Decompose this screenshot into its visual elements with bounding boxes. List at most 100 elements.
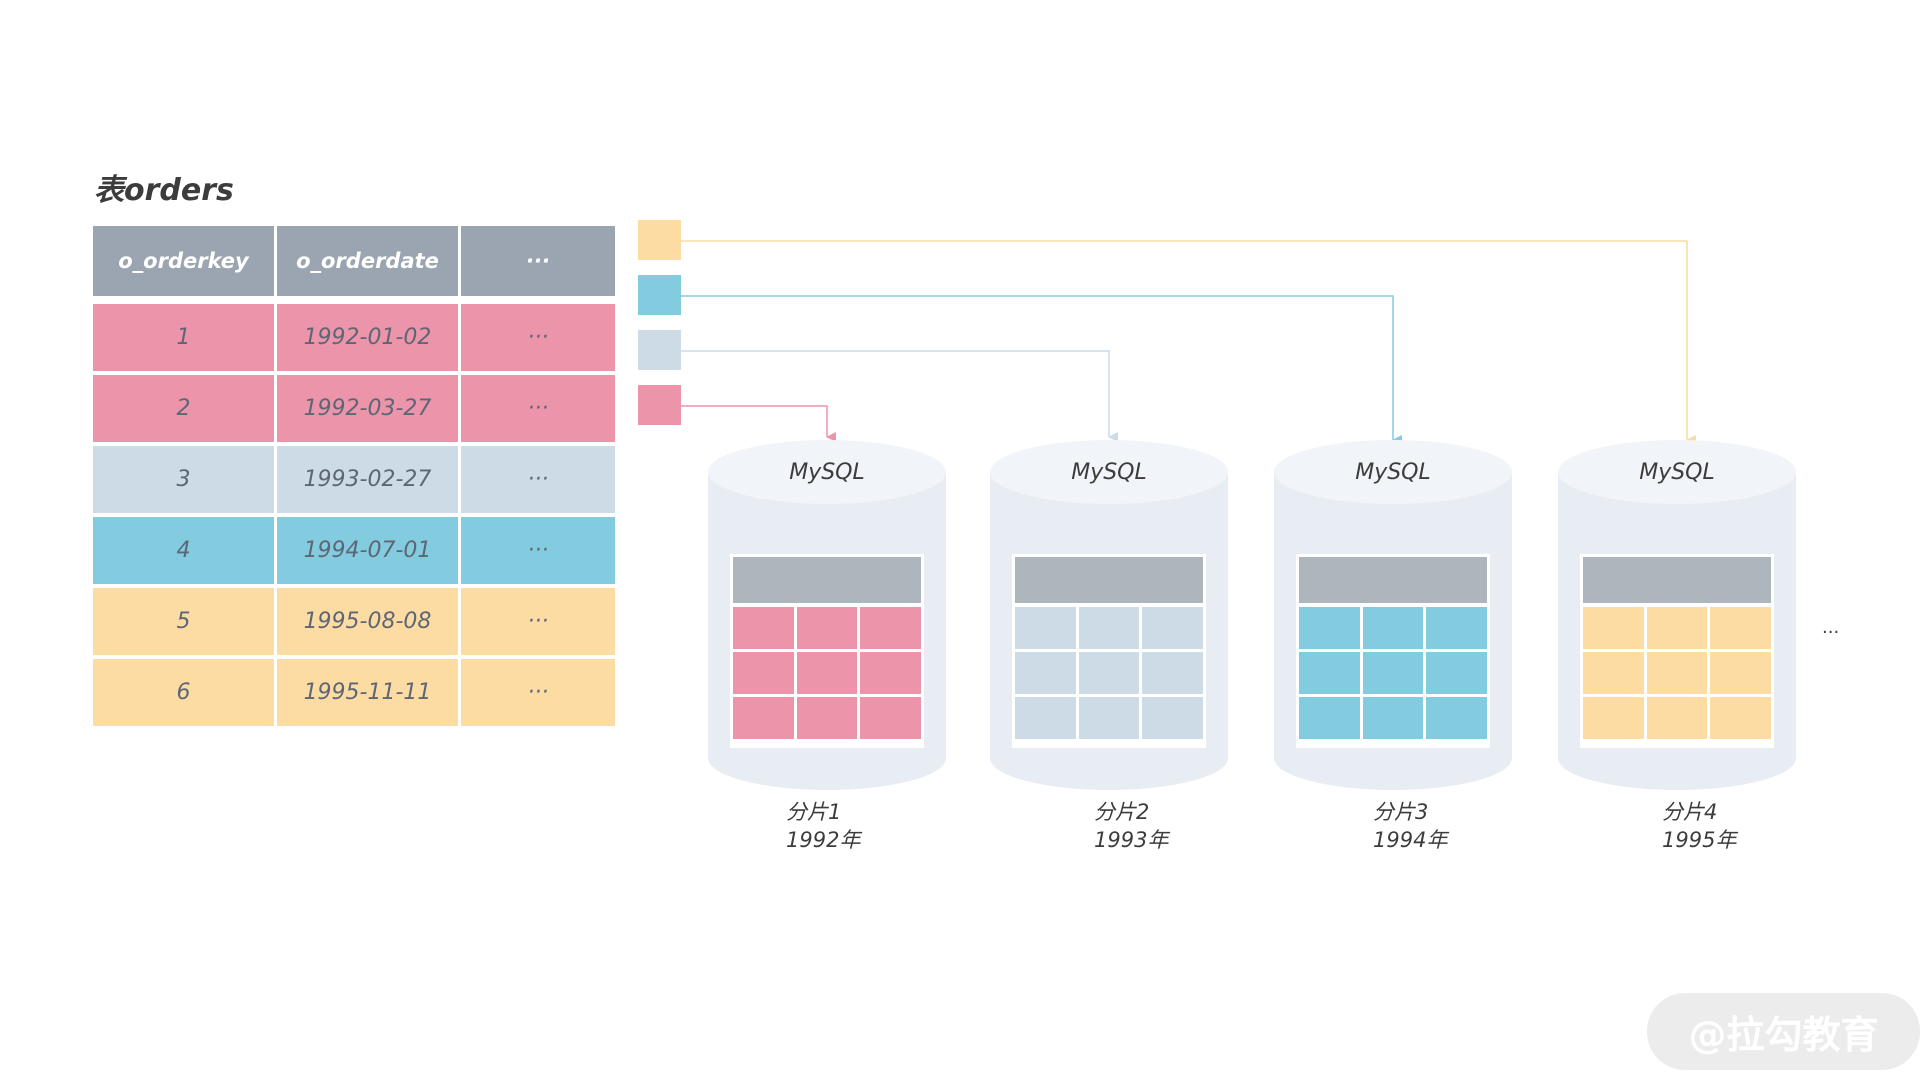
grid-cell: [1583, 607, 1644, 649]
grid-cell: [860, 652, 921, 694]
more-shards-ellipsis: ···: [1822, 622, 1840, 643]
grid-cell: [1142, 607, 1203, 649]
db-label: MySQL: [1639, 460, 1715, 485]
data-grid: [1012, 554, 1206, 748]
cell-more: ···: [461, 446, 615, 513]
header-more: ···: [461, 226, 615, 296]
shard-year: 1994年: [1373, 828, 1448, 852]
shard-label: 分片2: [1094, 800, 1150, 824]
grid-cell: [1299, 607, 1360, 649]
grid-cell: [1646, 697, 1708, 739]
db-label: MySQL: [789, 460, 865, 485]
cell-orderdate: 1994-07-01: [277, 517, 458, 584]
mysql-shard-4: MySQL: [1558, 440, 1796, 790]
shard-caption-3: 分片3 1994年: [1373, 798, 1447, 854]
data-grid: [730, 554, 924, 748]
cell-orderkey: 5: [93, 588, 274, 655]
header-orderkey: o_orderkey: [93, 226, 274, 296]
shard-year: 1993年: [1094, 828, 1169, 852]
grid-cell: [1015, 652, 1076, 694]
grid-cell: [733, 697, 794, 739]
table-header-row: o_orderkey o_orderdate ···: [93, 226, 615, 296]
grid-cell: [860, 607, 921, 649]
grid-cell: [1078, 652, 1140, 694]
grid-cell: [1078, 607, 1140, 649]
route-line-1993: [681, 350, 1118, 442]
route-line-1995: [681, 240, 1696, 445]
table-title: 表orders: [94, 173, 234, 208]
mysql-shard-2: MySQL: [990, 440, 1228, 790]
header-orderdate: o_orderdate: [277, 226, 458, 296]
grid-cell: [733, 607, 794, 649]
grid-cell: [796, 697, 858, 739]
cell-orderdate: 1992-01-02: [277, 304, 458, 371]
cell-more: ···: [461, 517, 615, 584]
table-row: 2 1992-03-27 ···: [93, 375, 615, 442]
cell-orderdate: 1995-08-08: [277, 588, 458, 655]
grid-cell: [1710, 607, 1771, 649]
legend-square-1993: [638, 330, 681, 370]
grid-cell: [1426, 697, 1487, 739]
grid-cell: [1426, 607, 1487, 649]
grid-cell: [1583, 652, 1644, 694]
orders-table: o_orderkey o_orderdate ··· 1 1992-01-02 …: [93, 226, 615, 730]
shard-caption-1: 分片1 1992年: [786, 798, 860, 854]
cell-orderkey: 6: [93, 659, 274, 726]
grid-header: [733, 557, 921, 603]
mysql-shard-3: MySQL: [1274, 440, 1512, 790]
shard-label: 分片4: [1662, 800, 1718, 824]
cell-orderkey: 3: [93, 446, 274, 513]
mysql-shard-1: MySQL: [708, 440, 946, 790]
table-row: 5 1995-08-08 ···: [93, 588, 615, 655]
grid-cell: [1142, 652, 1203, 694]
grid-cell: [1646, 607, 1708, 649]
cell-orderkey: 2: [93, 375, 274, 442]
shard-label: 分片3: [1373, 800, 1429, 824]
cell-more: ···: [461, 375, 615, 442]
grid-cell: [796, 652, 858, 694]
table-row: 4 1994-07-01 ···: [93, 517, 615, 584]
route-line-1992: [681, 405, 836, 442]
legend-square-1992: [638, 385, 681, 425]
table-row: 1 1992-01-02 ···: [93, 304, 615, 371]
grid-cell: [1142, 697, 1203, 739]
grid-cell: [733, 652, 794, 694]
grid-cell: [1426, 652, 1487, 694]
watermark: @拉勾教育: [1647, 993, 1920, 1070]
cell-more: ···: [461, 304, 615, 371]
cell-more: ···: [461, 588, 615, 655]
cell-orderdate: 1995-11-11: [277, 659, 458, 726]
cell-more: ···: [461, 659, 615, 726]
grid-header: [1583, 557, 1771, 603]
data-grid: [1580, 554, 1774, 748]
grid-cell: [1646, 652, 1708, 694]
grid-cell: [1362, 607, 1424, 649]
grid-header: [1015, 557, 1203, 603]
table-row: 3 1993-02-27 ···: [93, 446, 615, 513]
grid-cell: [796, 607, 858, 649]
grid-cell: [1299, 697, 1360, 739]
grid-cell: [1299, 652, 1360, 694]
grid-cell: [1362, 697, 1424, 739]
shard-label: 分片1: [786, 800, 842, 824]
db-label: MySQL: [1355, 460, 1431, 485]
legend-square-1995: [638, 220, 681, 260]
table-row: 6 1995-11-11 ···: [93, 659, 615, 726]
legend-square-1994: [638, 275, 681, 315]
data-grid: [1296, 554, 1490, 748]
db-label: MySQL: [1071, 460, 1147, 485]
shard-caption-2: 分片2 1993年: [1094, 798, 1168, 854]
cell-orderkey: 1: [93, 304, 274, 371]
grid-cell: [1015, 697, 1076, 739]
route-line-1994: [681, 295, 1402, 445]
grid-cell: [1015, 607, 1076, 649]
grid-cell: [1362, 652, 1424, 694]
cell-orderkey: 4: [93, 517, 274, 584]
grid-cell: [1583, 697, 1644, 739]
grid-cell: [1078, 697, 1140, 739]
shard-caption-4: 分片4 1995年: [1662, 798, 1736, 854]
shard-year: 1992年: [786, 828, 861, 852]
cell-orderdate: 1992-03-27: [277, 375, 458, 442]
grid-cell: [1710, 697, 1771, 739]
